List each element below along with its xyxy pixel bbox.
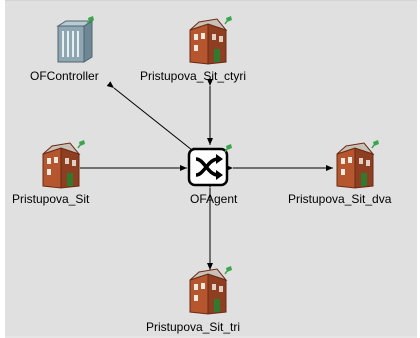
label-pristupova-sit-tri: Pristupova_Sit_tri	[146, 320, 241, 334]
node-pristupova-sit-tri[interactable]	[186, 266, 234, 316]
building-icon	[186, 266, 234, 316]
node-pristupova-sit-ctyri[interactable]	[186, 16, 234, 66]
node-ofcontroller[interactable]	[52, 16, 96, 64]
node-ofagent[interactable]	[186, 144, 234, 190]
label-ofagent: OFAgent	[190, 192, 238, 206]
building-icon	[332, 140, 382, 190]
node-pristupova-sit[interactable]	[38, 140, 88, 190]
canvas-bottom-border	[5, 336, 417, 338]
canvas-top-border	[5, 0, 417, 1]
label-pristupova-sit-ctyri: Pristupova_Sit_ctyri	[140, 69, 247, 83]
openflow-switch-icon	[186, 144, 234, 190]
controller-server-icon	[52, 16, 96, 64]
building-icon	[38, 140, 88, 190]
link-controller-agent[interactable]	[106, 81, 198, 155]
label-pristupova-sit-dva: Pristupova_Sit_dva	[288, 192, 392, 206]
node-pristupova-sit-dva[interactable]	[332, 140, 382, 190]
building-icon	[186, 16, 234, 66]
label-pristupova-sit: Pristupova_Sit	[12, 192, 90, 206]
label-ofcontroller: OFController	[30, 69, 99, 83]
